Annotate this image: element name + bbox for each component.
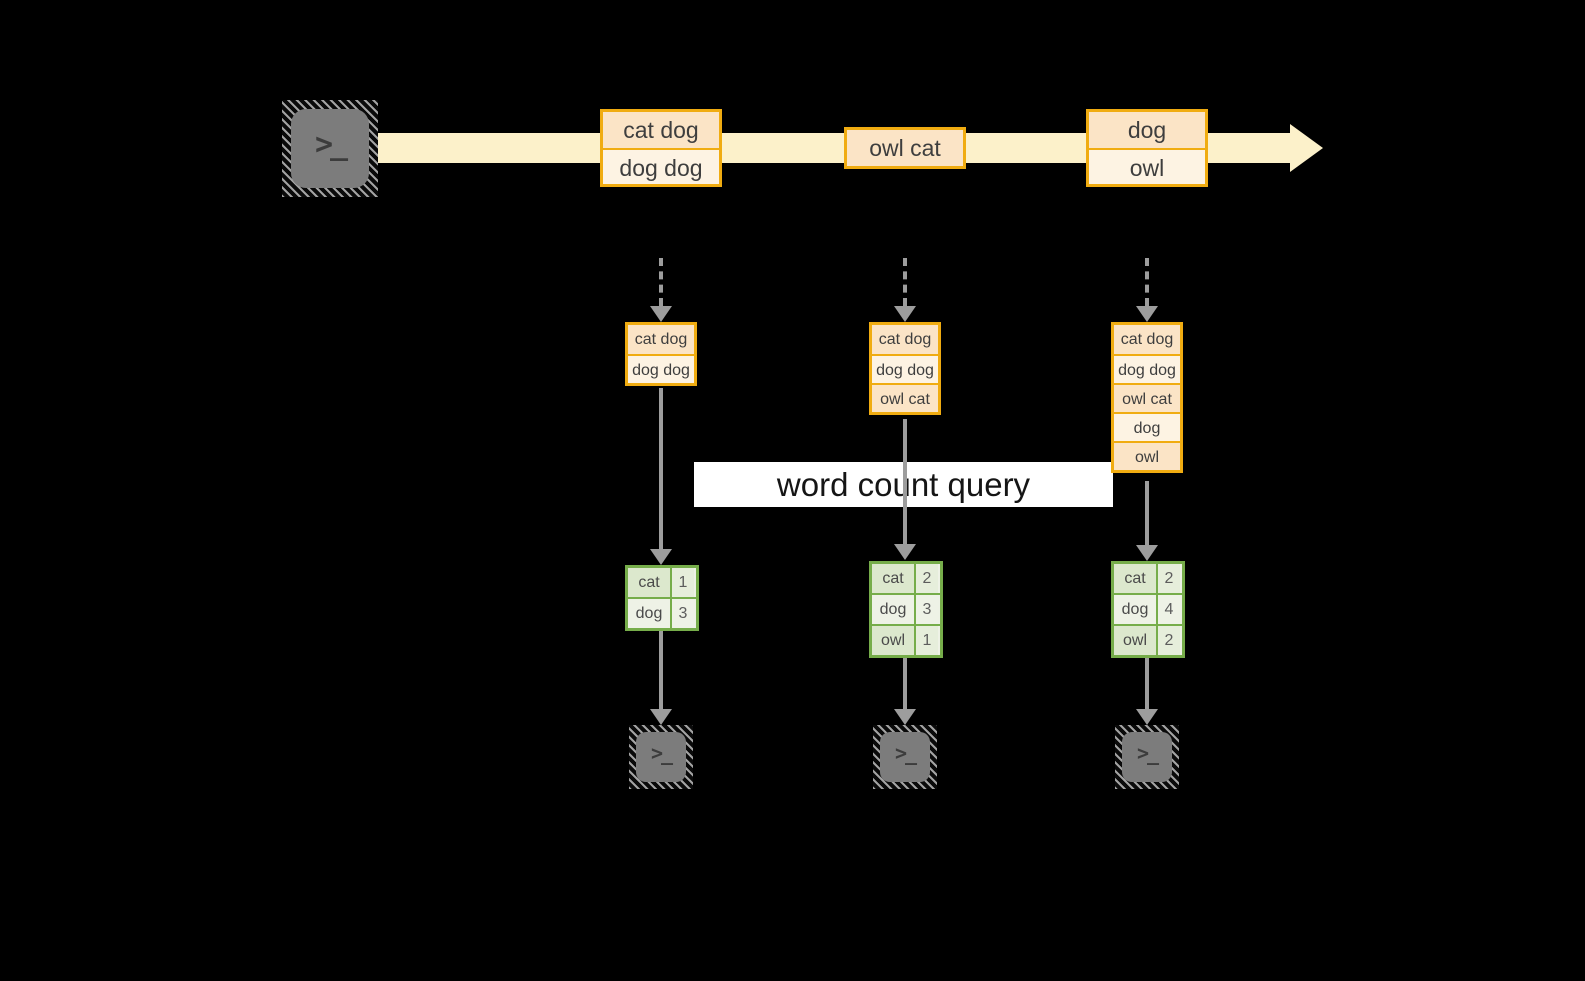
input-record: owl cat bbox=[872, 383, 938, 412]
input-record: owl bbox=[1089, 148, 1205, 184]
result-word-cell: owl bbox=[872, 626, 916, 655]
arrowhead-icon bbox=[894, 709, 916, 725]
input-terminal-icon: >_ bbox=[282, 100, 378, 197]
stream-timeline-arrowhead-icon bbox=[1290, 124, 1323, 172]
arrow-shaft bbox=[903, 658, 907, 709]
input-record: owl bbox=[1114, 441, 1180, 470]
input-record: dog dog bbox=[872, 354, 938, 383]
arrowhead-icon bbox=[1136, 709, 1158, 725]
query-arrow-1 bbox=[650, 388, 672, 565]
arrowhead-icon bbox=[650, 306, 672, 322]
arrow-shaft bbox=[659, 631, 663, 709]
output-terminal-icon-2: >_ bbox=[873, 725, 937, 789]
terminal-prompt-glyph: >_ bbox=[291, 109, 369, 188]
terminal-prompt-glyph: >_ bbox=[1122, 732, 1172, 782]
result-word-cell: dog bbox=[1114, 595, 1158, 624]
output-arrow-3 bbox=[1136, 658, 1158, 725]
arrowhead-icon bbox=[894, 544, 916, 560]
arrowhead-icon bbox=[650, 549, 672, 565]
input-record: owl cat bbox=[847, 130, 963, 166]
dashed-arrow-2 bbox=[894, 258, 916, 322]
result-count-cell: 2 bbox=[1158, 626, 1180, 655]
output-terminal-icon-1: >_ bbox=[629, 725, 693, 789]
result-count-cell: 4 bbox=[1158, 595, 1180, 624]
result-count-cell: 1 bbox=[672, 568, 694, 597]
query-arrow-2 bbox=[894, 419, 916, 560]
input-record: dog dog bbox=[628, 354, 694, 383]
terminal-prompt-glyph: >_ bbox=[880, 732, 930, 782]
input-record: dog bbox=[1089, 112, 1205, 148]
result-word-cell: dog bbox=[872, 595, 916, 624]
dashed-arrow-1 bbox=[650, 258, 672, 322]
arrowhead-icon bbox=[1136, 545, 1158, 561]
dashed-arrow-shaft bbox=[903, 258, 907, 306]
result-word-cell: owl bbox=[1114, 626, 1158, 655]
result-count-cell: 3 bbox=[916, 595, 938, 624]
input-record: cat dog bbox=[628, 325, 694, 354]
arrow-shaft bbox=[1145, 658, 1149, 709]
arrowhead-icon bbox=[650, 709, 672, 725]
output-arrow-1 bbox=[650, 631, 672, 725]
arrow-shaft bbox=[659, 388, 663, 549]
query-arrow-3 bbox=[1136, 481, 1158, 561]
result-word-cell: cat bbox=[1114, 564, 1158, 593]
result-count-cell: 2 bbox=[916, 564, 938, 593]
input-record: dog dog bbox=[603, 148, 719, 184]
output-arrow-2 bbox=[894, 658, 916, 725]
dashed-arrow-shaft bbox=[1145, 258, 1149, 306]
terminal-prompt-glyph: >_ bbox=[636, 732, 686, 782]
terminal-prompt-text: >_ bbox=[894, 741, 917, 765]
arrow-shaft bbox=[1145, 481, 1149, 545]
arrow-shaft bbox=[903, 419, 907, 544]
terminal-prompt-text: >_ bbox=[314, 127, 348, 162]
input-record: cat dog bbox=[603, 112, 719, 148]
result-word-cell: cat bbox=[628, 568, 672, 597]
output-terminal-icon-3: >_ bbox=[1115, 725, 1179, 789]
input-record: owl cat bbox=[1114, 383, 1180, 412]
arrowhead-icon bbox=[894, 306, 916, 322]
input-batch-box-2: owl cat bbox=[844, 127, 966, 169]
input-record: cat dog bbox=[1114, 325, 1180, 354]
result-count-cell: 3 bbox=[672, 599, 694, 628]
result-word-cell: cat bbox=[872, 564, 916, 593]
input-record: dog dog bbox=[1114, 354, 1180, 383]
input-record: dog bbox=[1114, 412, 1180, 441]
result-count-cell: 1 bbox=[916, 626, 938, 655]
terminal-prompt-text: >_ bbox=[650, 741, 673, 765]
arrowhead-icon bbox=[1136, 306, 1158, 322]
input-record: cat dog bbox=[872, 325, 938, 354]
result-count-cell: 2 bbox=[1158, 564, 1180, 593]
dashed-arrow-shaft bbox=[659, 258, 663, 306]
dashed-arrow-3 bbox=[1136, 258, 1158, 322]
result-word-cell: dog bbox=[628, 599, 672, 628]
terminal-prompt-text: >_ bbox=[1136, 741, 1159, 765]
